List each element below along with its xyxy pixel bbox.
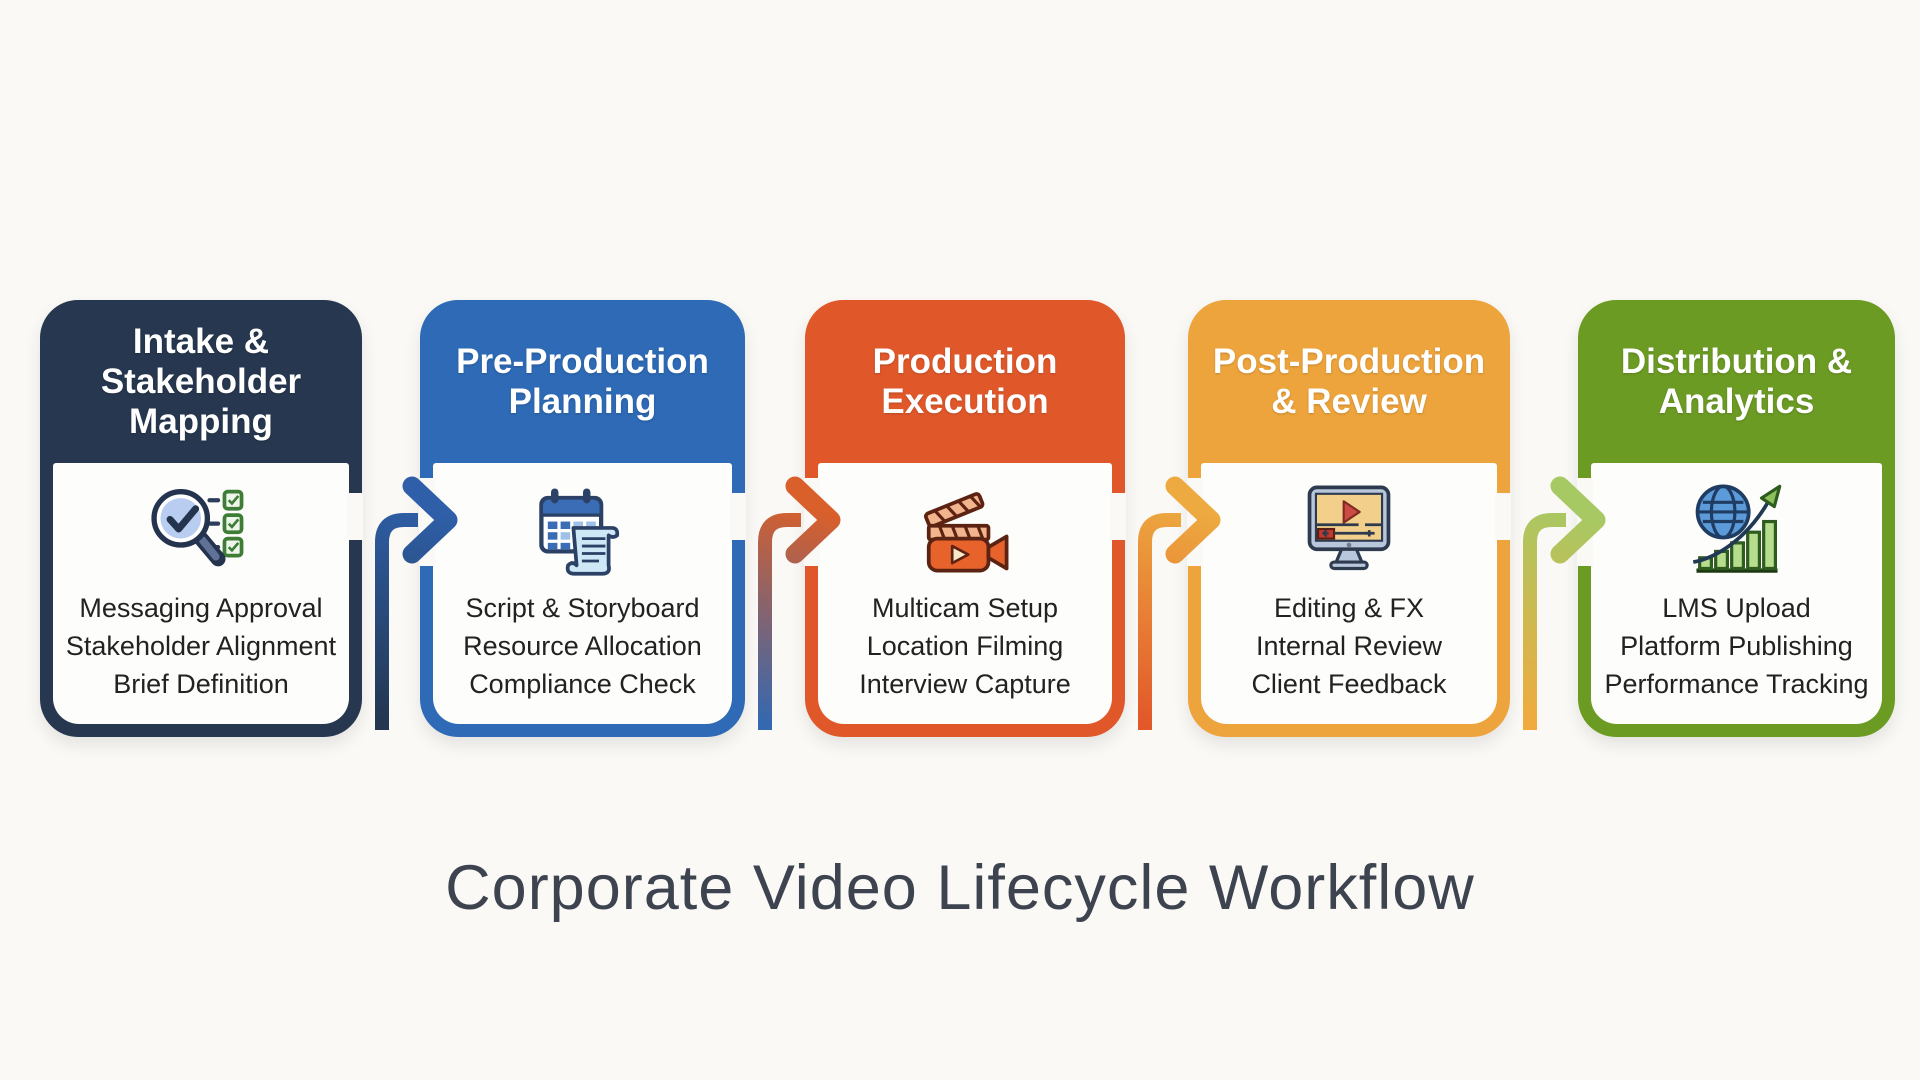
stage-items: Editing & FX Internal Review Client Feed… bbox=[1251, 589, 1446, 703]
stage-header: Intake & Stakeholder Mapping bbox=[40, 300, 362, 463]
stage-item: LMS Upload bbox=[1662, 593, 1811, 623]
globe-analytics-icon bbox=[1692, 484, 1781, 573]
stage-items: LMS Upload Platform Publishing Performan… bbox=[1604, 589, 1868, 703]
stage-card-post-production-review: Post-Production & Review bbox=[1187, 300, 1511, 737]
stage-item: Script & Storyboard bbox=[465, 593, 700, 623]
connector-gap bbox=[1110, 493, 1126, 540]
stage-card-production-execution: Production Execution bbox=[804, 300, 1126, 737]
stage-item: Client Feedback bbox=[1251, 669, 1447, 699]
stage-title: Intake & Stakeholder Mapping bbox=[101, 322, 301, 442]
calendar-script-icon bbox=[538, 488, 619, 576]
title-line: Stakeholder bbox=[100, 361, 302, 401]
stage-item: Internal Review bbox=[1255, 631, 1443, 661]
connector-arrow-3 bbox=[1138, 476, 1221, 730]
title-line: Production bbox=[872, 341, 1058, 381]
connector-arrow-4 bbox=[1523, 476, 1606, 730]
connector-gap bbox=[347, 493, 363, 540]
stage-item: Brief Definition bbox=[113, 669, 289, 699]
stage-title: Production Execution bbox=[873, 342, 1058, 422]
stage-item: Stakeholder Alignment bbox=[65, 631, 337, 661]
diagram-caption: Corporate Video Lifecycle Workflow bbox=[445, 853, 1475, 923]
title-line: Mapping bbox=[129, 401, 273, 441]
stage-body: LMS Upload Platform Publishing Performan… bbox=[1591, 463, 1882, 724]
title-line: Post-Production bbox=[1212, 341, 1486, 381]
title-line: & Review bbox=[1271, 381, 1427, 421]
stage-items: Messaging Approval Stakeholder Alignment… bbox=[66, 589, 336, 703]
stage-item: Platform Publishing bbox=[1620, 631, 1853, 661]
connector-arrow-2 bbox=[758, 476, 841, 730]
stage-items: Multicam Setup Location Filming Intervie… bbox=[859, 589, 1071, 703]
stage-item: Compliance Check bbox=[469, 669, 696, 699]
stage-item: Editing & FX bbox=[1273, 593, 1425, 623]
stage-body: Editing & FX Internal Review Client Feed… bbox=[1201, 463, 1497, 724]
video-camera-clapper-icon bbox=[923, 492, 1009, 573]
stage-item: Multicam Setup bbox=[871, 593, 1059, 623]
stage-title: Distribution & Analytics bbox=[1621, 342, 1852, 422]
title-line: Intake & bbox=[132, 321, 270, 361]
connector-gap bbox=[1495, 493, 1511, 540]
stage-header: Pre-Production Planning bbox=[420, 300, 745, 463]
stage-item: Performance Tracking bbox=[1604, 669, 1869, 699]
stage-item: Interview Capture bbox=[859, 669, 1071, 699]
stage-items: Script & Storyboard Resource Allocation … bbox=[463, 589, 702, 703]
title-line: Pre-Production bbox=[456, 341, 709, 381]
stage-card-distribution-analytics: Distribution & Analytics bbox=[1577, 300, 1895, 737]
stage-body: Messaging Approval Stakeholder Alignment… bbox=[53, 463, 349, 724]
connector-gap bbox=[730, 493, 746, 540]
title-line: Execution bbox=[881, 381, 1049, 421]
stage-body: Multicam Setup Location Filming Intervie… bbox=[818, 463, 1112, 724]
title-line: Analytics bbox=[1658, 381, 1815, 421]
stage-item: Location Filming bbox=[866, 631, 1064, 661]
stage-header: Production Execution bbox=[805, 300, 1125, 463]
stage-title: Post-Production & Review bbox=[1213, 342, 1485, 422]
stage-header: Post-Production & Review bbox=[1188, 300, 1510, 463]
title-line: Distribution & bbox=[1620, 341, 1853, 381]
stage-item: Resource Allocation bbox=[463, 631, 702, 661]
title-line: Planning bbox=[508, 381, 657, 421]
stage-card-intake-stakeholder-mapping: Intake & Stakeholder Mapping bbox=[40, 300, 363, 737]
stage-header: Distribution & Analytics bbox=[1578, 300, 1895, 463]
video-monitor-review-icon bbox=[1307, 485, 1391, 571]
stage-card-pre-production-planning: Pre-Production Planning bbox=[419, 300, 746, 737]
stage-body: Script & Storyboard Resource Allocation … bbox=[433, 463, 732, 724]
magnifier-checklist-icon bbox=[151, 489, 244, 567]
stage-title: Pre-Production Planning bbox=[456, 342, 709, 422]
stage-item: Messaging Approval bbox=[79, 593, 323, 623]
connector-arrow-1 bbox=[375, 476, 458, 730]
